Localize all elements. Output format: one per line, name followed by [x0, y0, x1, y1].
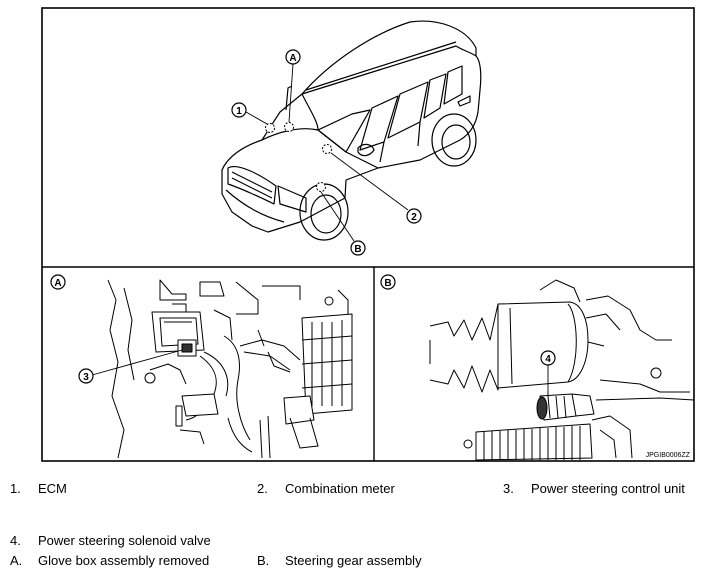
legend-text: Power steering control unit [531, 481, 685, 496]
callout-a-panel: A [50, 274, 66, 290]
legend-key: 1. [10, 481, 21, 496]
svg-text:A: A [54, 278, 61, 289]
reference-code: JPGIB0006ZZ [646, 452, 691, 459]
location-marker-meter [322, 144, 332, 154]
callout-2: 2 [406, 208, 422, 224]
location-markers [265, 122, 332, 192]
svg-text:4: 4 [545, 354, 551, 365]
legend-text: Steering gear assembly [285, 553, 422, 568]
svg-text:1: 1 [236, 106, 242, 117]
legend-text: Combination meter [285, 481, 395, 496]
legend-key: 2. [257, 481, 268, 496]
svg-text:B: B [354, 244, 361, 255]
panel-b-illustration [429, 279, 695, 461]
location-marker-ecm [265, 123, 275, 133]
legend-key: A. [10, 553, 23, 568]
legend-text: Glove box assembly removed [38, 553, 210, 568]
location-marker-a [284, 122, 294, 132]
legend-text: ECM [38, 481, 67, 496]
callout-1: 1 [231, 102, 247, 118]
svg-text:2: 2 [411, 212, 417, 223]
svg-text:B: B [384, 278, 391, 289]
callout-4: 4 [540, 350, 556, 366]
legend-key: 3. [503, 481, 514, 496]
legend-key: B. [257, 553, 270, 568]
svg-text:A: A [289, 53, 296, 64]
panel-a-illustration [107, 279, 353, 459]
callout-3: 3 [78, 368, 94, 384]
callout-b-top: B [350, 240, 366, 256]
panel-a-leader-line [91, 349, 183, 376]
legend-key: 4. [10, 533, 21, 548]
svg-text:3: 3 [83, 372, 89, 383]
vehicle-leader-lines [245, 63, 409, 242]
location-marker-b [316, 182, 326, 192]
callout-a-top: A [285, 49, 301, 65]
component-location-diagram: A 1 2 B [41, 7, 695, 462]
diagram-frame [41, 7, 695, 462]
legend-text: Power steering solenoid valve [38, 533, 211, 548]
vehicle-illustration [221, 20, 482, 241]
callout-b-panel: B [380, 274, 396, 290]
